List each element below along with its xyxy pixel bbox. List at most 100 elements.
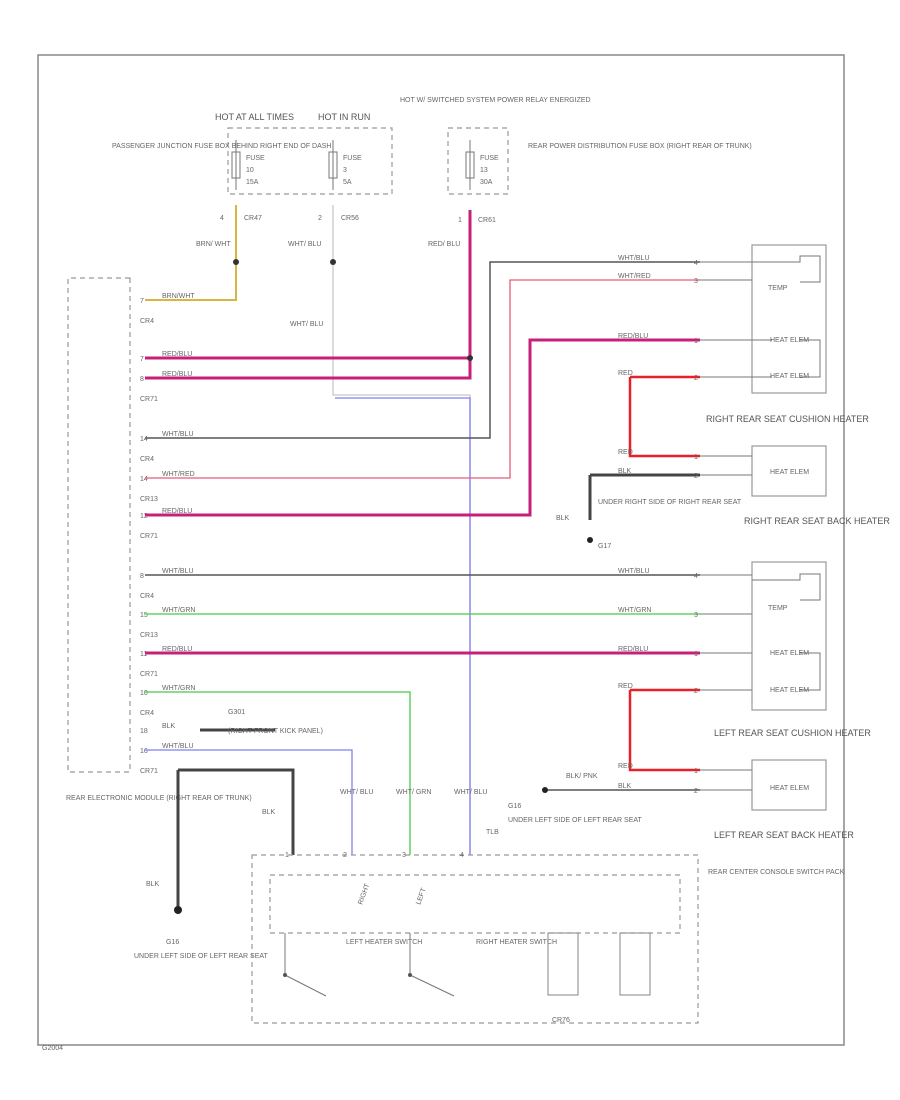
- svg-text:3: 3: [402, 852, 406, 859]
- heater-wire-color: BLK: [618, 783, 632, 790]
- heater-pin: 1: [694, 651, 698, 658]
- right-rear-seat-back-heater: [751, 445, 827, 497]
- rem-connector-label: CR4: [140, 456, 154, 463]
- svg-text:1: 1: [285, 852, 289, 859]
- heater-wire-color: RED: [618, 763, 633, 770]
- svg-text:BLK/ PNK: BLK/ PNK: [566, 773, 598, 780]
- wire-label-wht-grn: WHT/ GRN: [396, 789, 431, 796]
- right-rear-seat-cushion-heater: [751, 244, 827, 394]
- switch-pack-desc: REAR CENTER CONSOLE SWITCH PACK: [708, 869, 845, 876]
- svg-text:BLK: BLK: [556, 515, 570, 522]
- footer-code: G2004: [42, 1045, 63, 1052]
- passenger-junction-fuse-box: [227, 127, 393, 195]
- heater-pin: 1: [694, 338, 698, 345]
- rear-electronic-module: [67, 277, 131, 773]
- rem-connector-label: CR13: [140, 496, 158, 503]
- heater-wire-color: WHT/BLU: [618, 255, 650, 262]
- conn-b: CR56: [341, 215, 359, 222]
- left-cushion-heater-label: LEFT REAR SEAT CUSHION HEATER: [714, 728, 871, 738]
- rem-connector-label: CR71: [140, 533, 158, 540]
- switch-left-tag: LEFT: [415, 887, 428, 906]
- wire-wht-blu-feed: [332, 205, 471, 855]
- rem-wire-color: WHT/BLU: [162, 743, 194, 750]
- rem-pin: 8: [140, 376, 144, 383]
- svg-text:FUSE: FUSE: [480, 155, 499, 162]
- rem-pin: 16: [140, 748, 148, 755]
- rem-pin: 11: [140, 651, 147, 658]
- right-cushion-heater-label: RIGHT REAR SEAT CUSHION HEATER: [706, 414, 869, 424]
- svg-text:3: 3: [343, 167, 347, 174]
- heater-wire-color: WHT/BLU: [618, 568, 650, 575]
- rem-pin: 7: [140, 298, 144, 305]
- svg-text:(RIGHT FRONT KICK PANEL): (RIGHT FRONT KICK PANEL): [228, 728, 323, 735]
- heater-pin: 1: [694, 768, 698, 775]
- wire-blu-to-switch: [335, 397, 471, 855]
- svg-text:HEAT ELEM: HEAT ELEM: [770, 373, 809, 380]
- wire-label-tlb: TLB: [486, 829, 499, 836]
- wire-label-wht-blu: WHT/ BLU: [288, 241, 321, 248]
- rem-pin: 18: [140, 728, 148, 735]
- wire-label-red-blu: RED/ BLU: [428, 241, 460, 248]
- svg-text:HEAT ELEM: HEAT ELEM: [770, 650, 809, 657]
- wire-blk-switch: [178, 768, 295, 855]
- wire-red-left-heater: [628, 688, 700, 772]
- diagram-frame: [37, 54, 845, 1046]
- svg-text:LEFT HEATER SWITCH: LEFT HEATER SWITCH: [346, 939, 422, 946]
- rem-connector-label: CR71: [140, 396, 158, 403]
- rem-connector-label: CR4: [140, 318, 154, 325]
- rem-wire-color: RED/BLU: [162, 371, 192, 378]
- fuse-3: FUSE 3 5A: [328, 140, 362, 190]
- svg-text:G16: G16: [166, 939, 179, 946]
- rem-pin: 14: [140, 436, 148, 443]
- rem-wire-color: RED/BLU: [162, 351, 192, 358]
- heater-pin: 2: [694, 473, 698, 480]
- heater-wire-color: RED: [618, 370, 633, 377]
- heater-pin: 2: [694, 788, 698, 795]
- left-back-heater-label: LEFT REAR SEAT BACK HEATER: [714, 830, 854, 840]
- hot-at-all-times-label: HOT AT ALL TIMES: [215, 112, 294, 122]
- right-back-element: HEAT ELEM: [770, 469, 809, 476]
- rem-pin-list: 7BRN/WHTCR47RED/BLU8RED/BLUCR7114WHT/BLU…: [140, 293, 195, 775]
- left-cushion-element: HEAT ELEM HEAT ELEM: [770, 650, 821, 694]
- rem-wire-color: RED/BLU: [162, 646, 192, 653]
- ground-g17: BLK UNDER RIGHT SIDE OF RIGHT REAR SEAT …: [556, 499, 742, 550]
- svg-text:10: 10: [246, 167, 254, 174]
- svg-text:FUSE: FUSE: [343, 155, 362, 162]
- svg-text:UNDER LEFT SIDE OF LEFT REAR S: UNDER LEFT SIDE OF LEFT REAR SEAT: [508, 817, 643, 824]
- splice-wht-blu: [330, 259, 336, 265]
- heater-pin: 2: [694, 688, 698, 695]
- svg-text:HEAT ELEM: HEAT ELEM: [770, 337, 809, 344]
- heater-pin: 4: [694, 260, 698, 267]
- svg-text:UNDER LEFT SIDE OF LEFT REAR S: UNDER LEFT SIDE OF LEFT REAR SEAT: [134, 953, 269, 960]
- right-heater-switch: RIGHT HEATER SWITCH: [408, 933, 557, 997]
- heater-wire-color: RED: [618, 449, 633, 456]
- heater-wire-color: WHT/GRN: [618, 607, 651, 614]
- rem-pin: 15: [140, 612, 148, 619]
- heater-wire-color: RED/BLU: [618, 646, 648, 653]
- heater-wire-color: WHT/RED: [618, 273, 651, 280]
- rem-connector-label: CR4: [140, 710, 154, 717]
- svg-text:BLK: BLK: [146, 881, 160, 888]
- rem-pin: 8: [140, 573, 144, 580]
- ground-g16-heater: BLK/ PNK G16 UNDER LEFT SIDE OF LEFT REA…: [508, 773, 643, 824]
- pin-a: 4: [220, 215, 224, 222]
- ground-g16-rem: BLK G16 UNDER LEFT SIDE OF LEFT REAR SEA…: [134, 881, 269, 960]
- svg-text:G301: G301: [228, 709, 245, 716]
- rem-wire-color: WHT/BLU: [162, 568, 194, 575]
- left-heater-switch: LEFT HEATER SWITCH: [283, 933, 422, 997]
- wire-label-blk: BLK: [262, 809, 276, 816]
- ground-g301: G301 (RIGHT FRONT KICK PANEL): [228, 709, 323, 735]
- pin-c: 1: [458, 217, 462, 224]
- svg-text:RIGHT HEATER SWITCH: RIGHT HEATER SWITCH: [476, 939, 557, 946]
- pin-b: 2: [318, 215, 322, 222]
- heater-wire-color: RED: [618, 683, 633, 690]
- wire-label-wht-blu-4: WHT/ BLU: [454, 789, 487, 796]
- rear-pdb-desc: REAR POWER DISTRIBUTION FUSE BOX (RIGHT …: [528, 143, 752, 150]
- passenger-junction-desc: PASSENGER JUNCTION FUSE BOX BEHIND RIGHT…: [112, 143, 332, 150]
- conn-c: CR61: [478, 217, 496, 224]
- wire-red-blu-feed: [145, 210, 472, 380]
- svg-text:HEAT ELEM: HEAT ELEM: [770, 687, 809, 694]
- splice-brn-wht: [233, 259, 239, 265]
- heater-pin: 2: [694, 375, 698, 382]
